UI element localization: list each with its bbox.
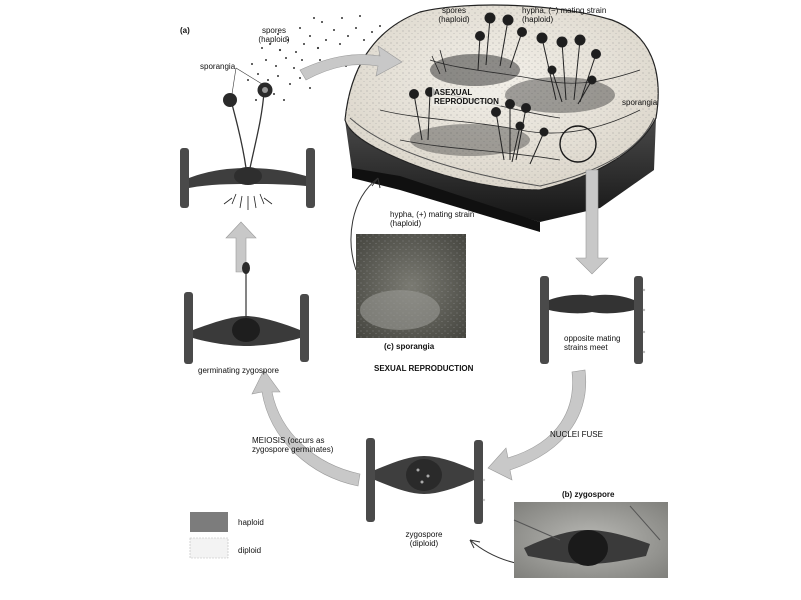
hypha-plus-line2: (haploid) [390, 219, 474, 228]
spores-label-top: spores (haploid) [434, 6, 474, 24]
sporangia-label-right: sporangia [622, 98, 657, 107]
panel-b-label: (b) zygospore [562, 490, 614, 499]
opposite-strains-label: opposite mating strains meet [564, 334, 620, 352]
legend-haploid-label: haploid [238, 518, 264, 527]
germinating-zygospore-label: germinating zygospore [198, 366, 279, 375]
bread-substrate [345, 5, 658, 232]
sporangia-label-left: sporangia [200, 62, 235, 71]
meiosis-line2: zygospore germinates) [252, 445, 333, 454]
panel-c-label: (c) sporangia [384, 342, 434, 351]
asexual-line2: REPRODUCTION [434, 97, 499, 106]
spores-label-top-line2: (haploid) [434, 15, 474, 24]
meiosis-label: MEIOSIS (occurs as zygospore germinates) [252, 436, 333, 454]
hypha-minus-line1: hypha, (−) mating strain [522, 6, 606, 15]
spores-label-top-line1: spores [434, 6, 474, 15]
nuclei-fuse-label: NUCLEI FUSE [550, 430, 603, 439]
legend-haploid-swatch [190, 512, 228, 532]
zygospore-label: zygospore (diploid) [400, 530, 448, 548]
hypha-plus-line1: hypha, (+) mating strain [390, 210, 474, 219]
pointer-lines [232, 68, 262, 94]
asexual-line1: ASEXUAL [434, 88, 499, 97]
photo-sporangia [356, 234, 466, 338]
spores-label-left-line1: spores [254, 26, 294, 35]
hypha-minus-label: hypha, (−) mating strain (haploid) [522, 6, 606, 24]
opposite-line2: strains meet [564, 343, 620, 352]
opposite-line1: opposite mating [564, 334, 620, 343]
sexual-reproduction-label: SEXUAL REPRODUCTION [374, 364, 473, 373]
zygospore-drawing [366, 438, 485, 524]
asexual-reproduction-label: ASEXUAL REPRODUCTION [432, 88, 501, 106]
germinating-zygospore-drawing [184, 262, 309, 364]
hypha-plus-label: hypha, (+) mating strain (haploid) [390, 210, 474, 228]
panel-a-label: (a) [180, 26, 190, 35]
spores-label-left-line2: (haploid) [254, 35, 294, 44]
photo-zygospore [514, 502, 668, 578]
germinated-stage [180, 83, 315, 211]
zygospore-line2: (diploid) [400, 539, 448, 548]
hypha-minus-line2: (haploid) [522, 15, 606, 24]
zygospore-line1: zygospore [400, 530, 448, 539]
meiosis-line1: MEIOSIS (occurs as [252, 436, 333, 445]
legend-diploid-label: diploid [238, 546, 261, 555]
legend-diploid-swatch [190, 538, 228, 558]
spores-label-left: spores (haploid) [254, 26, 294, 44]
